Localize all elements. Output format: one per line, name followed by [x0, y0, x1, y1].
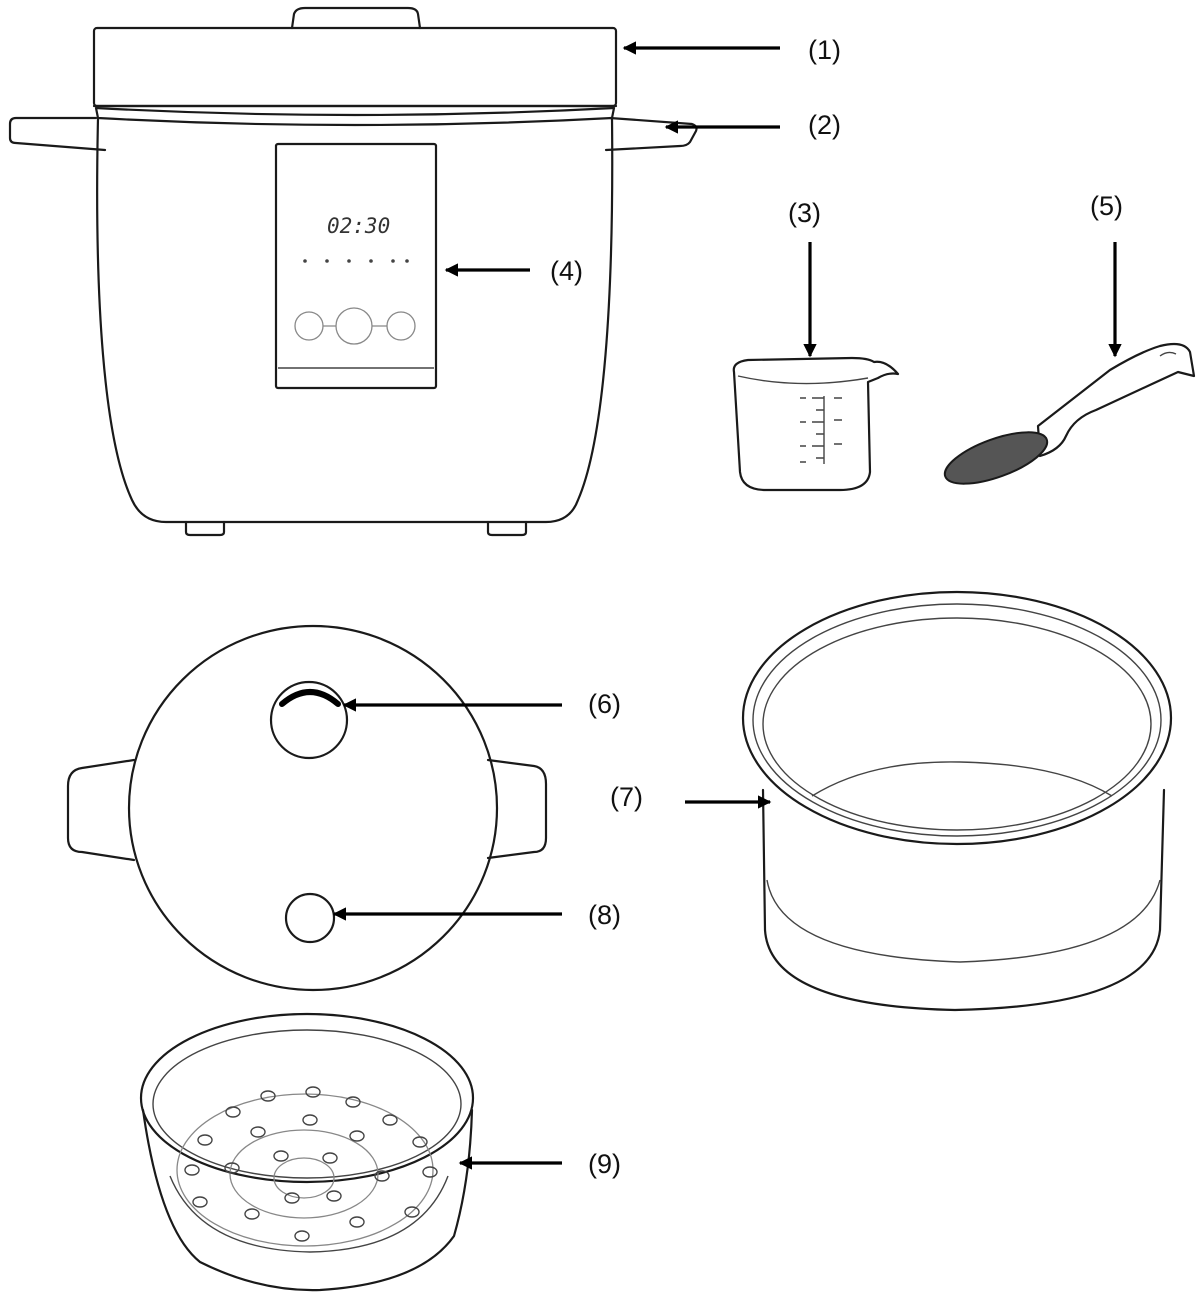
rice-cooker-body: 02:30 [8, 6, 698, 537]
spatula-head [943, 431, 1049, 485]
callout-labels: (1) (2) (3) (4) (5) (6) (7) (8) (9) [550, 35, 1123, 1179]
steam-basket [139, 1012, 475, 1292]
callout-9: (9) [588, 1149, 621, 1179]
callout-7: (7) [610, 782, 643, 812]
callout-1: (1) [808, 35, 841, 65]
callout-arrows [332, 41, 1122, 1170]
float-valve [284, 892, 336, 944]
cooker-lid [92, 26, 618, 108]
rice-spatula [943, 342, 1196, 485]
panel-button-center [335, 307, 373, 345]
callout-6: (6) [588, 689, 621, 719]
panel-button-left [294, 311, 324, 341]
steam-valve-slot [279, 689, 341, 707]
callout-2: (2) [808, 110, 841, 140]
cooker-handle-right [604, 116, 698, 152]
measurement-marks [800, 396, 842, 464]
display-time: 02:30 [327, 214, 390, 238]
lid-top-view [66, 624, 548, 992]
cooker-handle-left [8, 116, 107, 152]
callout-8: (8) [588, 900, 621, 930]
indicator-dots [303, 259, 409, 263]
steam-valve [269, 680, 349, 760]
measuring-cup [732, 356, 900, 492]
callout-4: (4) [550, 256, 583, 286]
callout-3: (3) [788, 198, 821, 228]
lid-handle-right [486, 758, 548, 860]
control-panel: 02:30 [274, 142, 438, 390]
inner-pot [741, 590, 1173, 1012]
panel-button-right [386, 311, 416, 341]
callout-5: (5) [1090, 191, 1123, 221]
basket-holes [184, 1086, 438, 1242]
lid-handle-left [66, 758, 136, 862]
